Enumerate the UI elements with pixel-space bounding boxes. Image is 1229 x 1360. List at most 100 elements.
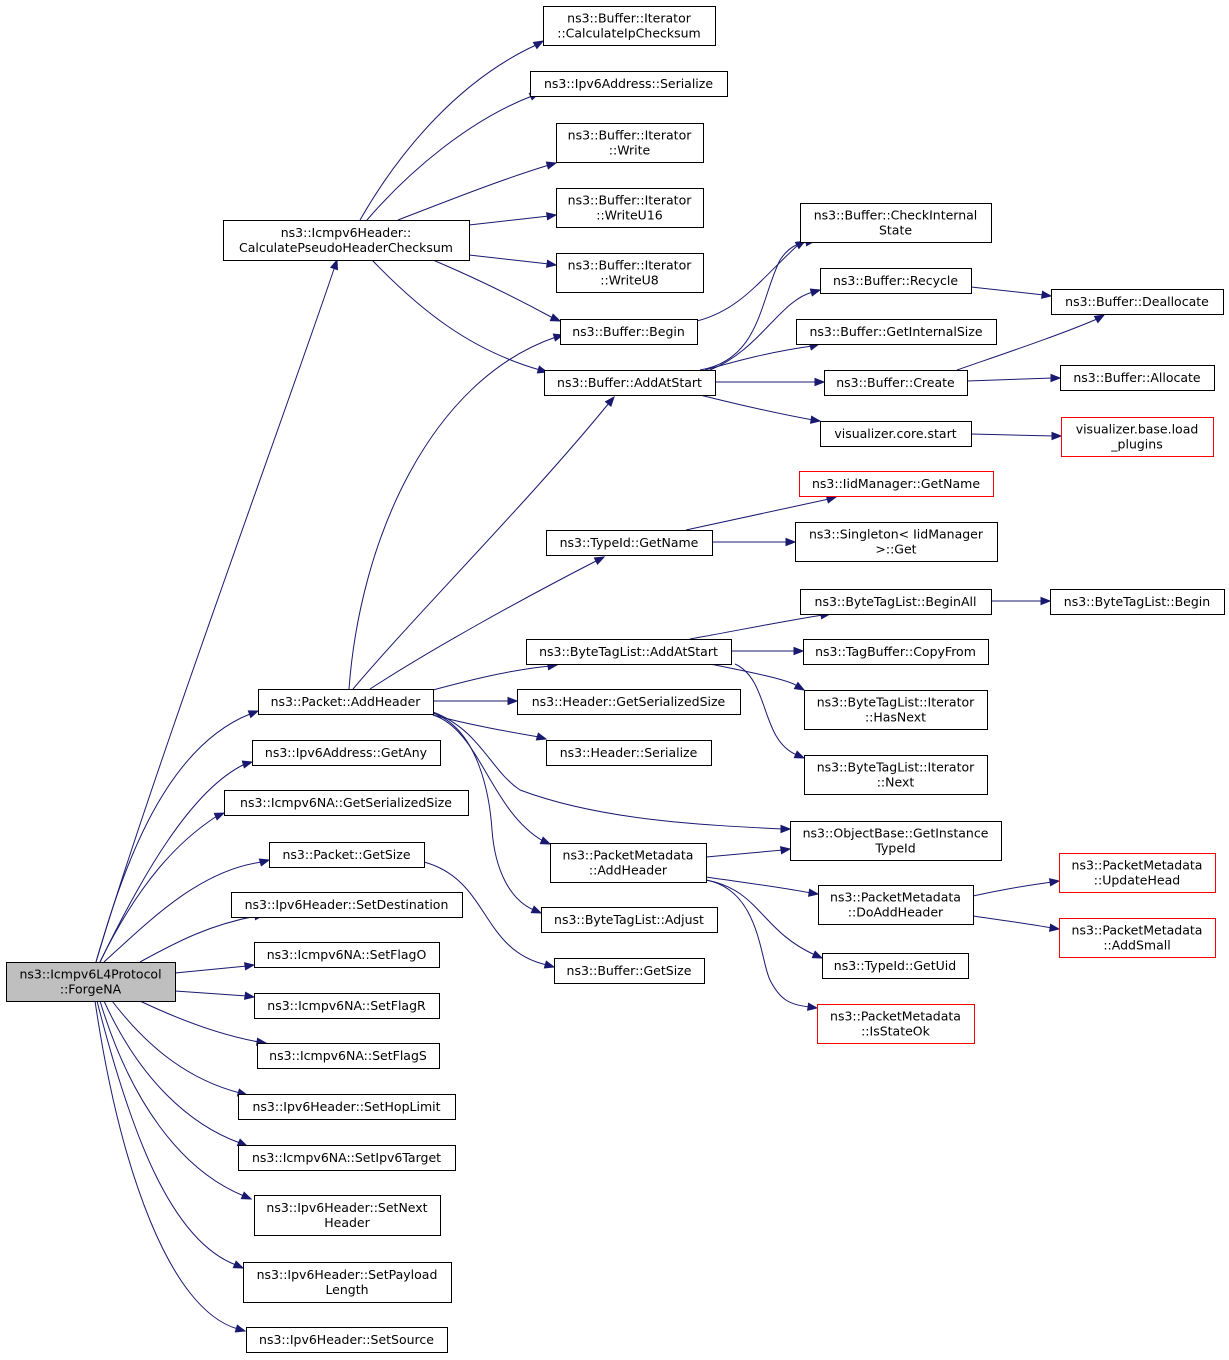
node-pmah[interactable]: ns3::PacketMetadata::AddHeader xyxy=(550,843,707,883)
edge-root-to-nasfr xyxy=(174,990,256,1000)
node-label: ns3::Header::GetSerializedSize xyxy=(532,694,726,709)
node-bgs[interactable]: ns3::Buffer::GetSize xyxy=(554,958,705,984)
node-pah[interactable]: ns3::Packet::AddHeader xyxy=(258,689,434,715)
node-baas[interactable]: ns3::Buffer::AddAtStart xyxy=(544,370,716,396)
edges-layer xyxy=(94,40,1106,1333)
node-itw16[interactable]: ns3::Buffer::Iterator::WriteU16 xyxy=(556,188,704,228)
node-tigetname[interactable]: ns3::TypeId::GetName xyxy=(546,530,713,556)
node-ball[interactable]: ns3::Buffer::Allocate xyxy=(1060,365,1215,391)
node-itw[interactable]: ns3::Buffer::Iterator::Write xyxy=(556,123,704,163)
node-box xyxy=(554,958,705,984)
node-cphc[interactable]: ns3::Icmpv6Header::CalculatePseudoHeader… xyxy=(223,220,470,261)
node-hser[interactable]: ns3::Header::Serialize xyxy=(546,740,712,766)
arrowhead xyxy=(809,415,822,424)
edge-line xyxy=(705,876,812,894)
node-label: ns3::Buffer::Create xyxy=(836,375,955,390)
node-label: ns3::Icmpv6NA::SetFlagS xyxy=(269,1048,427,1063)
edge-root-to-v6hsnh xyxy=(99,1000,253,1200)
edge-line xyxy=(139,1000,260,1043)
node-v6hss[interactable]: ns3::Ipv6Header::SetSource xyxy=(246,1327,448,1353)
edge-line xyxy=(972,881,1053,897)
edge-pah-to-hser xyxy=(432,714,548,741)
node-box xyxy=(223,220,470,261)
node-label: ns3::IidManager::GetName xyxy=(812,476,980,491)
node-label: ns3::Buffer::Iterator xyxy=(568,193,693,208)
edge-bcre-to-bdea xyxy=(956,314,1106,371)
edge-baas-to-bcre xyxy=(715,377,826,387)
edge-cphc-to-itw8 xyxy=(468,254,558,268)
node-box xyxy=(254,1195,441,1236)
node-iidgn[interactable]: ns3::IidManager::GetName xyxy=(799,471,994,497)
node-nasfr[interactable]: ns3::Icmpv6NA::SetFlagR xyxy=(254,993,440,1019)
node-v6hsd[interactable]: ns3::Ipv6Header::SetDestination xyxy=(231,892,463,918)
edge-pmdah-to-pmuh xyxy=(972,878,1061,897)
arrowhead xyxy=(240,1191,253,1200)
node-btlhn[interactable]: ns3::ByteTagList::Iterator::HasNext xyxy=(804,690,988,730)
edge-root-to-nasit xyxy=(103,1000,249,1147)
node-box xyxy=(822,953,969,979)
node-label: ns3::Ipv6Header::SetPayload xyxy=(257,1267,438,1282)
edge-line xyxy=(696,244,799,322)
node-bgis[interactable]: ns3::Buffer::GetInternalSize xyxy=(796,319,997,345)
node-box xyxy=(556,253,704,293)
edge-line xyxy=(468,215,550,226)
node-btlnx[interactable]: ns3::ByteTagList::Iterator::Next xyxy=(804,755,988,795)
node-bbeg[interactable]: ns3::Buffer::Begin xyxy=(560,319,698,345)
node-vblp[interactable]: visualizer.base.load_plugins xyxy=(1061,417,1214,457)
node-btlba[interactable]: ns3::ByteTagList::BeginAll xyxy=(800,589,992,615)
node-label: ns3::Buffer::AddAtStart xyxy=(557,375,702,390)
node-nasfs[interactable]: ns3::Icmpv6NA::SetFlagS xyxy=(257,1043,440,1069)
node-box xyxy=(1060,365,1215,391)
node-label: State xyxy=(879,223,912,238)
node-label: ns3::PacketMetadata xyxy=(1072,858,1203,873)
node-v6ser[interactable]: ns3::Ipv6Address::Serialize xyxy=(530,71,728,97)
node-root[interactable]: ns3::Icmpv6L4Protocol::ForgeNA xyxy=(6,962,176,1002)
arrowhead xyxy=(793,750,806,759)
edge-pah-to-baas xyxy=(352,395,615,690)
node-v6hshl[interactable]: ns3::Ipv6Header::SetHopLimit xyxy=(238,1094,456,1120)
node-label: ns3::Buffer::GetInternalSize xyxy=(809,324,982,339)
node-nagss[interactable]: ns3::Icmpv6NA::GetSerializedSize xyxy=(224,790,469,816)
node-brec[interactable]: ns3::Buffer::Recycle xyxy=(820,268,972,294)
node-pmdah[interactable]: ns3::PacketMetadata::DoAddHeader xyxy=(818,885,974,925)
node-nasit[interactable]: ns3::Icmpv6NA::SetIpv6Target xyxy=(238,1145,456,1171)
node-pmiso[interactable]: ns3::PacketMetadata::IsStateOk xyxy=(817,1004,975,1044)
node-tbcf[interactable]: ns3::TagBuffer::CopyFrom xyxy=(803,639,989,665)
edge-line xyxy=(970,286,1045,296)
edge-pmah-to-tigu xyxy=(705,879,824,959)
node-label: ns3::TagBuffer::CopyFrom xyxy=(815,644,976,659)
node-label: ::WriteU16 xyxy=(596,208,663,223)
node-label: ns3::Ipv6Header::SetDestination xyxy=(245,897,449,912)
node-nasfo[interactable]: ns3::Icmpv6NA::SetFlagO xyxy=(254,942,440,968)
node-pmuh[interactable]: ns3::PacketMetadata::UpdateHead xyxy=(1059,853,1216,893)
edge-line xyxy=(699,394,814,421)
arrowhead xyxy=(825,495,838,504)
node-btlb[interactable]: ns3::ByteTagList::Begin xyxy=(1050,589,1225,615)
node-bcre[interactable]: ns3::Buffer::Create xyxy=(824,370,968,396)
node-itw8[interactable]: ns3::Buffer::Iterator::WriteU8 xyxy=(556,253,704,293)
edge-line xyxy=(174,990,248,997)
node-btlaas[interactable]: ns3::ByteTagList::AddAtStart xyxy=(526,639,732,665)
node-bdea[interactable]: ns3::Buffer::Deallocate xyxy=(1051,289,1224,315)
node-cipc[interactable]: ns3::Buffer::Iterator::CalculateIpChecks… xyxy=(543,6,716,46)
node-sing[interactable]: ns3::Singleton< IidManager>::Get xyxy=(795,522,998,562)
edge-baas-to-brec xyxy=(709,288,822,371)
node-label: ns3::PacketMetadata xyxy=(830,890,961,905)
node-pmas[interactable]: ns3::PacketMetadata::AddSmall xyxy=(1059,918,1216,958)
node-btladj[interactable]: ns3::ByteTagList::Adjust xyxy=(541,907,718,933)
node-box xyxy=(6,962,176,1002)
node-tigu[interactable]: ns3::TypeId::GetUid xyxy=(822,953,969,979)
node-pgs[interactable]: ns3::Packet::GetSize xyxy=(269,842,425,868)
edge-root-to-nasfo xyxy=(174,962,256,974)
node-v6any[interactable]: ns3::Ipv6Address::GetAny xyxy=(252,740,441,766)
edge-line xyxy=(709,663,798,687)
node-vcs[interactable]: visualizer.core.start xyxy=(820,421,972,447)
edge-line xyxy=(397,164,550,221)
node-label: ::IsStateOk xyxy=(861,1024,931,1039)
edge-root-to-pgs xyxy=(103,858,271,963)
node-hgss[interactable]: ns3::Header::GetSerializedSize xyxy=(517,689,741,715)
